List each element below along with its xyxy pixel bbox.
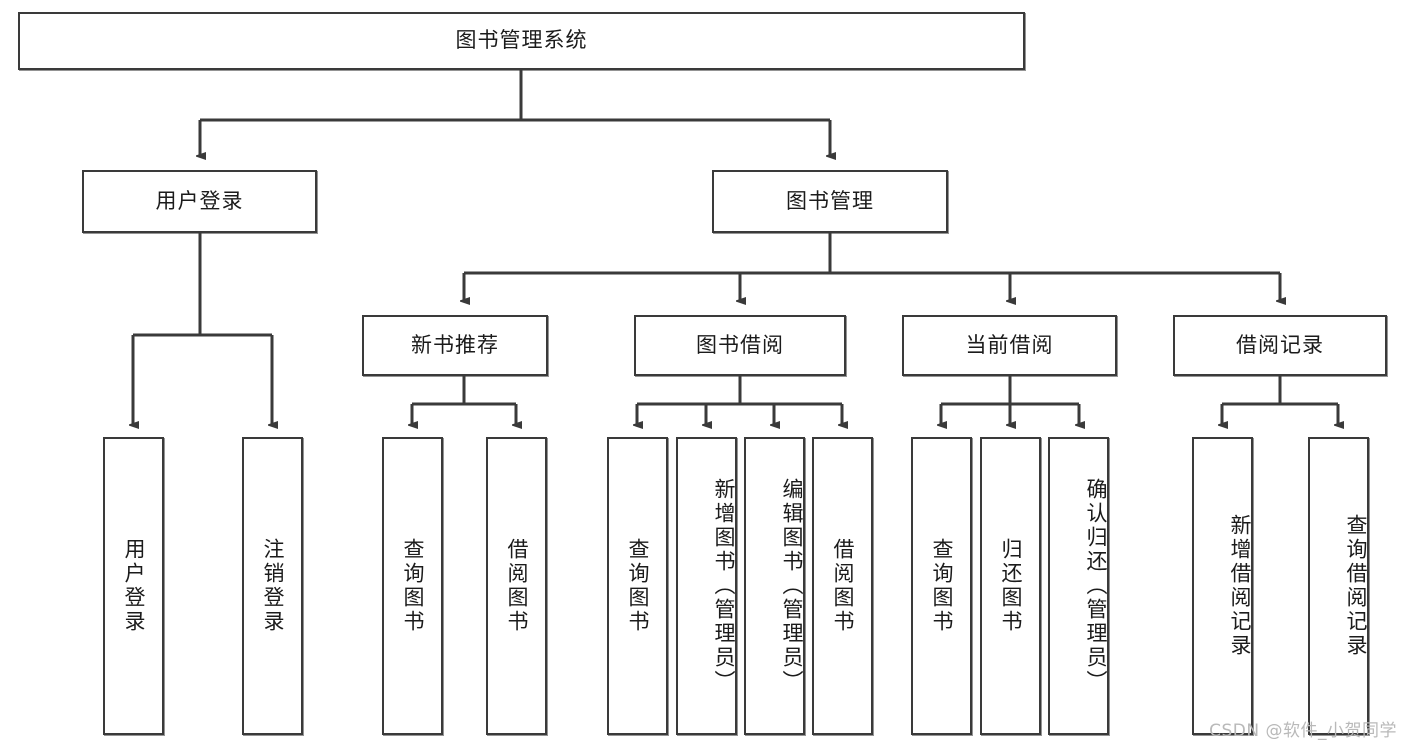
node-label: 注销登录	[261, 538, 286, 634]
leaf-record-query-record[interactable]: 查询借阅记录	[1308, 437, 1369, 735]
node-label: 借阅图书	[505, 538, 530, 634]
leaf-current-return-book[interactable]: 归还图书	[980, 437, 1041, 735]
leaf-current-query-book[interactable]: 查询图书	[911, 437, 972, 735]
node-label: 编辑图书（管理员）	[780, 478, 804, 694]
node-label: 图书管理	[786, 188, 874, 213]
node-label: 查询图书	[930, 538, 955, 634]
node-label: 用户登录	[122, 538, 147, 634]
leaf-record-add-record[interactable]: 新增借阅记录	[1192, 437, 1253, 735]
node-label: 新书推荐	[411, 332, 499, 357]
node-label: 用户登录	[155, 188, 244, 213]
node-label: 新增借阅记录	[1228, 514, 1252, 658]
node-label: 新增图书（管理员）	[712, 478, 736, 694]
leaf-user-logout[interactable]: 注销登录	[242, 437, 303, 735]
leaf-recommend-query-book[interactable]: 查询图书	[382, 437, 443, 735]
leaf-borrow-borrow-book[interactable]: 借阅图书	[812, 437, 873, 735]
node-user-login[interactable]: 用户登录	[82, 170, 317, 233]
node-label: 确认归还（管理员）	[1084, 478, 1108, 694]
node-label: 查询图书	[626, 538, 651, 634]
node-label: 归还图书	[999, 538, 1024, 634]
leaf-recommend-borrow-book[interactable]: 借阅图书	[486, 437, 547, 735]
node-label: 查询图书	[401, 538, 426, 634]
node-label: 图书借阅	[696, 332, 784, 357]
node-new-book-recommend[interactable]: 新书推荐	[362, 315, 548, 376]
node-label: 图书管理系统	[455, 28, 588, 53]
leaf-borrow-edit-book-admin[interactable]: 编辑图书（管理员）	[744, 437, 805, 735]
node-borrow-record[interactable]: 借阅记录	[1173, 315, 1387, 376]
node-label: 当前借阅	[965, 332, 1054, 357]
node-label: 查询借阅记录	[1344, 514, 1368, 658]
node-root-system[interactable]: 图书管理系统	[18, 12, 1025, 70]
node-label: 借阅记录	[1236, 332, 1324, 357]
node-book-management[interactable]: 图书管理	[712, 170, 948, 233]
leaf-borrow-query-book[interactable]: 查询图书	[607, 437, 668, 735]
node-book-borrow[interactable]: 图书借阅	[634, 315, 846, 376]
leaf-user-login[interactable]: 用户登录	[103, 437, 164, 735]
watermark-text: CSDN @软件_小贺同学	[1209, 721, 1397, 741]
node-label: 借阅图书	[831, 538, 856, 634]
leaf-borrow-add-book-admin[interactable]: 新增图书（管理员）	[676, 437, 737, 735]
leaf-current-confirm-return-admin[interactable]: 确认归还（管理员）	[1048, 437, 1109, 735]
node-current-borrow[interactable]: 当前借阅	[902, 315, 1117, 376]
